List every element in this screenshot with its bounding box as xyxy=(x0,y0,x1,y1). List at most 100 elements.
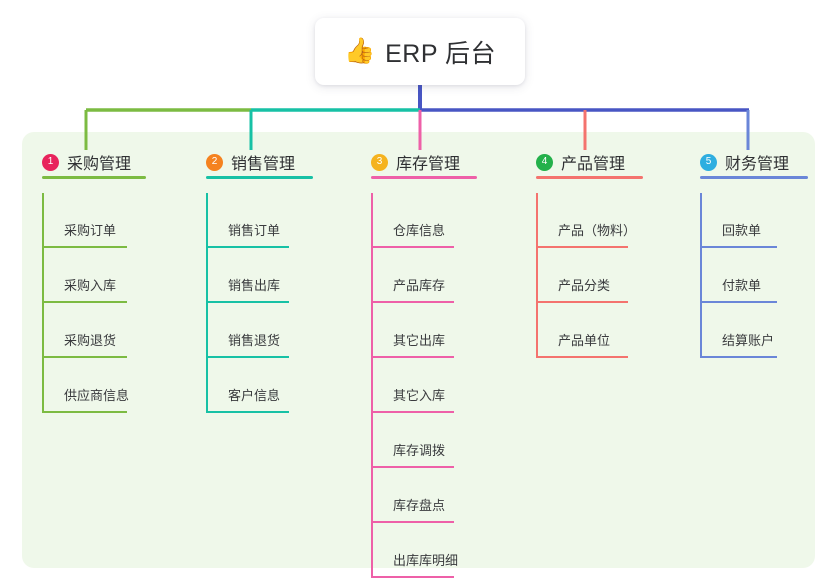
item-label: 采购退货 xyxy=(64,333,117,348)
item-underline xyxy=(371,521,454,523)
thumbs-up-icon: 👍 xyxy=(343,37,376,65)
list-item[interactable]: 其它入库 xyxy=(371,358,481,413)
column-title: 财务管理 xyxy=(725,156,790,173)
column-product: 4 产品管理 产品（物料） 产品分类 产品单位 xyxy=(536,145,654,358)
list-item[interactable]: 产品单位 xyxy=(536,303,654,358)
item-label: 付款单 xyxy=(722,278,762,293)
item-label: 销售订单 xyxy=(228,223,281,238)
column-items: 回款单 付款单 结算账户 xyxy=(700,193,810,358)
list-item[interactable]: 其它出库 xyxy=(371,303,481,358)
item-underline xyxy=(536,301,628,303)
item-label: 客户信息 xyxy=(228,388,281,403)
item-label: 销售退货 xyxy=(228,333,281,348)
list-item[interactable]: 结算账户 xyxy=(700,303,810,358)
column-badge: 4 xyxy=(536,153,553,171)
item-underline xyxy=(700,246,777,248)
column-title: 销售管理 xyxy=(231,156,296,173)
column-underline xyxy=(371,176,477,179)
item-underline xyxy=(371,301,454,303)
column-badge: 3 xyxy=(371,153,388,171)
title-card: 👍 ERP 后台 xyxy=(315,18,525,85)
item-underline xyxy=(206,411,289,413)
item-underline xyxy=(536,356,628,358)
item-label: 采购入库 xyxy=(64,278,117,293)
item-label: 产品库存 xyxy=(393,278,446,293)
column-spine xyxy=(371,193,373,578)
column-underline xyxy=(206,176,313,179)
column-items: 采购订单 采购入库 采购退货 供应商信息 xyxy=(42,193,152,413)
column-spine xyxy=(42,193,44,413)
column-spine xyxy=(700,193,702,358)
column-underline xyxy=(42,176,146,179)
item-underline xyxy=(206,356,289,358)
list-item[interactable]: 回款单 xyxy=(700,193,810,248)
item-underline xyxy=(206,246,289,248)
column-title: 产品管理 xyxy=(561,156,626,173)
list-item[interactable]: 客户信息 xyxy=(206,358,316,413)
column-header[interactable]: 2 销售管理 xyxy=(206,145,316,179)
list-item[interactable]: 付款单 xyxy=(700,248,810,303)
item-label: 回款单 xyxy=(722,223,762,238)
item-label: 产品（物料） xyxy=(558,223,637,238)
item-label: 结算账户 xyxy=(722,333,775,348)
item-underline xyxy=(42,301,127,303)
item-label: 其它出库 xyxy=(393,333,446,348)
list-item[interactable]: 销售出库 xyxy=(206,248,316,303)
column-badge: 2 xyxy=(206,153,223,171)
column-purchasing: 1 采购管理 采购订单 采购入库 采购退货 供应商信息 xyxy=(42,145,152,413)
item-label: 供应商信息 xyxy=(64,388,130,403)
item-underline xyxy=(206,301,289,303)
item-underline xyxy=(371,411,454,413)
item-underline xyxy=(371,466,454,468)
list-item[interactable]: 产品（物料） xyxy=(536,193,654,248)
diagram-panel xyxy=(22,132,815,568)
item-label: 仓库信息 xyxy=(393,223,446,238)
list-item[interactable]: 库存盘点 xyxy=(371,468,481,523)
column-spine xyxy=(206,193,208,413)
item-label: 产品单位 xyxy=(558,333,611,348)
item-label: 库存调拨 xyxy=(393,443,446,458)
column-header[interactable]: 3 库存管理 xyxy=(371,145,481,179)
column-sales: 2 销售管理 销售订单 销售出库 销售退货 客户信息 xyxy=(206,145,316,413)
item-underline xyxy=(536,246,628,248)
column-underline xyxy=(700,176,808,179)
column-header[interactable]: 5 财务管理 xyxy=(700,145,810,179)
list-item[interactable]: 库存调拨 xyxy=(371,413,481,468)
column-spine xyxy=(536,193,538,358)
list-item[interactable]: 仓库信息 xyxy=(371,193,481,248)
column-title: 采购管理 xyxy=(67,156,132,173)
column-title: 库存管理 xyxy=(396,156,461,173)
list-item[interactable]: 产品分类 xyxy=(536,248,654,303)
column-items: 销售订单 销售出库 销售退货 客户信息 xyxy=(206,193,316,413)
item-label: 库存盘点 xyxy=(393,498,446,513)
item-label: 产品分类 xyxy=(558,278,611,293)
item-label: 其它入库 xyxy=(393,388,446,403)
item-underline xyxy=(700,356,777,358)
column-badge: 1 xyxy=(42,153,59,171)
item-underline xyxy=(700,301,777,303)
list-item[interactable]: 销售订单 xyxy=(206,193,316,248)
list-item[interactable]: 出库库明细 xyxy=(371,523,481,578)
column-header[interactable]: 1 采购管理 xyxy=(42,145,152,179)
column-underline xyxy=(536,176,643,179)
page-title: ERP 后台 xyxy=(385,39,497,68)
item-label: 销售出库 xyxy=(228,278,281,293)
item-underline xyxy=(371,356,454,358)
column-inventory: 3 库存管理 仓库信息 产品库存 其它出库 其它入库 库存调拨 xyxy=(371,145,481,578)
column-finance: 5 财务管理 回款单 付款单 结算账户 xyxy=(700,145,810,358)
item-underline xyxy=(42,246,127,248)
list-item[interactable]: 采购退货 xyxy=(42,303,152,358)
item-underline xyxy=(371,246,454,248)
column-items: 产品（物料） 产品分类 产品单位 xyxy=(536,193,654,358)
column-items: 仓库信息 产品库存 其它出库 其它入库 库存调拨 库存盘点 xyxy=(371,193,481,578)
column-header[interactable]: 4 产品管理 xyxy=(536,145,654,179)
list-item[interactable]: 产品库存 xyxy=(371,248,481,303)
column-badge: 5 xyxy=(700,153,717,171)
list-item[interactable]: 供应商信息 xyxy=(42,358,152,413)
list-item[interactable]: 采购入库 xyxy=(42,248,152,303)
item-label: 出库库明细 xyxy=(393,553,459,568)
list-item[interactable]: 销售退货 xyxy=(206,303,316,358)
item-underline xyxy=(371,576,454,578)
list-item[interactable]: 采购订单 xyxy=(42,193,152,248)
